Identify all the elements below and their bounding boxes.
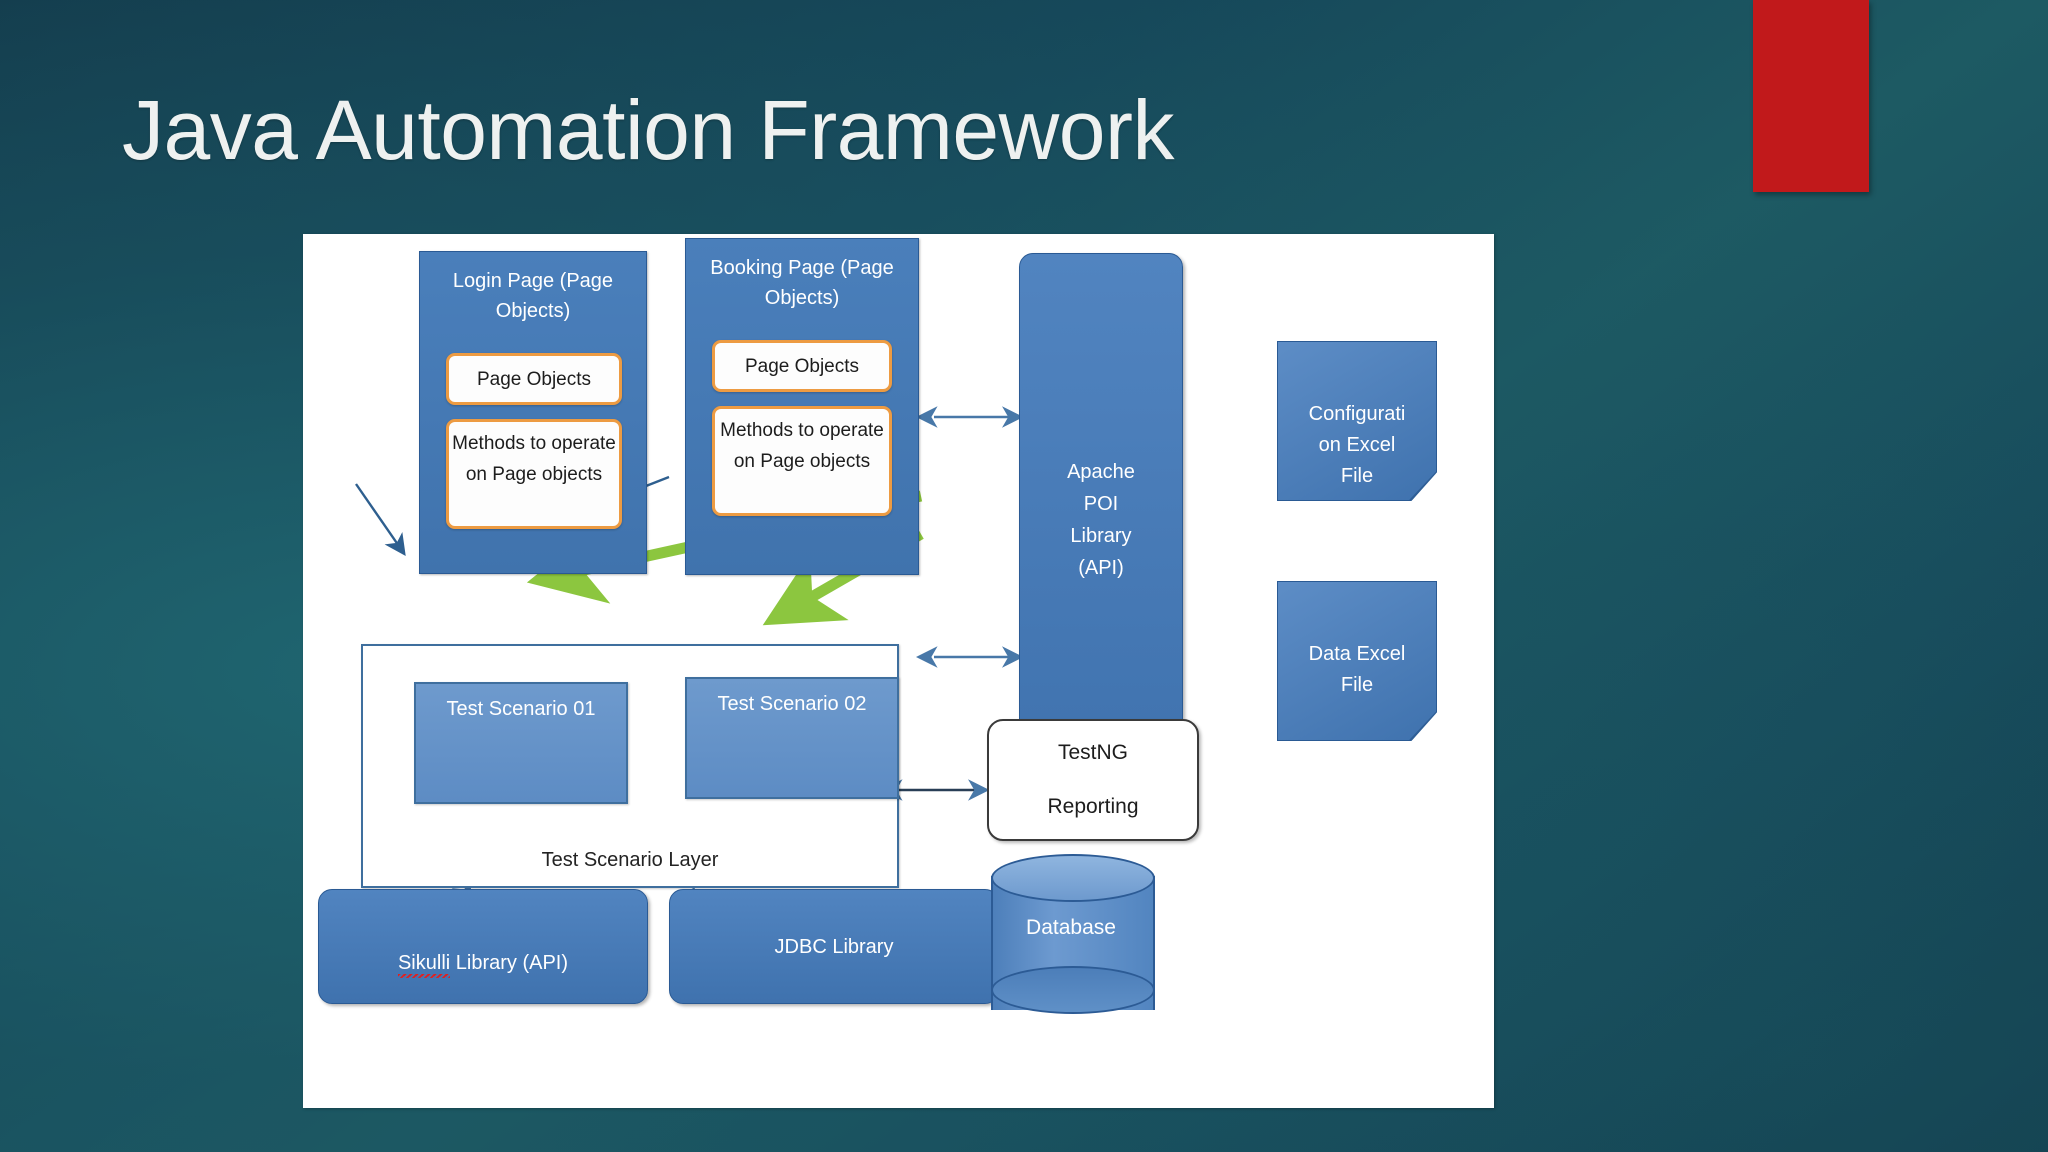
sikulli-library-label-rest: Library (API) — [450, 951, 569, 974]
login-page-objects-box[interactable]: Page Objects — [446, 353, 622, 405]
test-scenario-layer[interactable]: Test Scenario 01 Test Scenario 02 Test S… — [361, 644, 899, 888]
sikulli-library-label: Sikulli Library (API) — [397, 915, 569, 979]
page-fold-icon — [1409, 711, 1436, 740]
page-fold-icon — [1409, 471, 1436, 500]
test-scenario-02-box[interactable]: Test Scenario 02 — [685, 677, 899, 799]
sikulli-library-box[interactable]: Sikulli Library (API) — [318, 889, 648, 1004]
database-cylinder[interactable]: Database — [991, 854, 1155, 1014]
misspelled-word: Sikulli — [397, 951, 451, 978]
login-page-header: Login Page (Page Objects) — [452, 270, 614, 322]
booking-page-box[interactable]: Booking Page (Page Objects) Page Objects… — [685, 238, 919, 575]
jdbc-library-label: JDBC Library — [774, 935, 894, 958]
test-scenario-01-label: Test Scenario 01 — [446, 698, 596, 720]
test-scenario-02-label: Test Scenario 02 — [717, 693, 867, 715]
database-label: Database — [1026, 916, 1116, 939]
jdbc-library-box[interactable]: JDBC Library — [669, 889, 999, 1004]
booking-methods-box[interactable]: Methods to operate on Page objects — [712, 406, 892, 516]
arrow-login-to-scenario01 — [355, 483, 406, 556]
booking-page-objects-box[interactable]: Page Objects — [712, 340, 892, 392]
configuration-excel-file[interactable]: Configurati on Excel File — [1277, 341, 1437, 501]
testng-reporting-box[interactable]: TestNG Reporting — [987, 719, 1199, 841]
booking-page-header: Booking Page (Page Objects) — [710, 257, 894, 309]
accent-bar — [1753, 0, 1869, 192]
apache-poi-box[interactable]: Apache POI Library (API) — [1019, 253, 1183, 786]
testng-label: TestNG — [1057, 741, 1128, 764]
diagram-canvas: Login Page (Page Objects) Page Objects M… — [303, 234, 1494, 1108]
test-scenario-layer-caption: Test Scenario Layer — [541, 849, 719, 871]
page-title: Java Automation Framework — [122, 83, 1174, 177]
login-page-box[interactable]: Login Page (Page Objects) Page Objects M… — [419, 251, 647, 574]
data-excel-file[interactable]: Data Excel File — [1277, 581, 1437, 741]
apache-poi-label: Apache POI Library (API) — [1067, 460, 1135, 579]
cylinder-top — [991, 854, 1155, 902]
cylinder-bottom — [991, 966, 1155, 1014]
login-methods-box[interactable]: Methods to operate on Page objects — [446, 419, 622, 529]
configuration-excel-label: Configurati on Excel File — [1308, 403, 1406, 487]
test-scenario-01-box[interactable]: Test Scenario 01 — [414, 682, 628, 804]
reporting-label: Reporting — [1047, 795, 1139, 818]
data-excel-label: Data Excel File — [1308, 643, 1406, 696]
